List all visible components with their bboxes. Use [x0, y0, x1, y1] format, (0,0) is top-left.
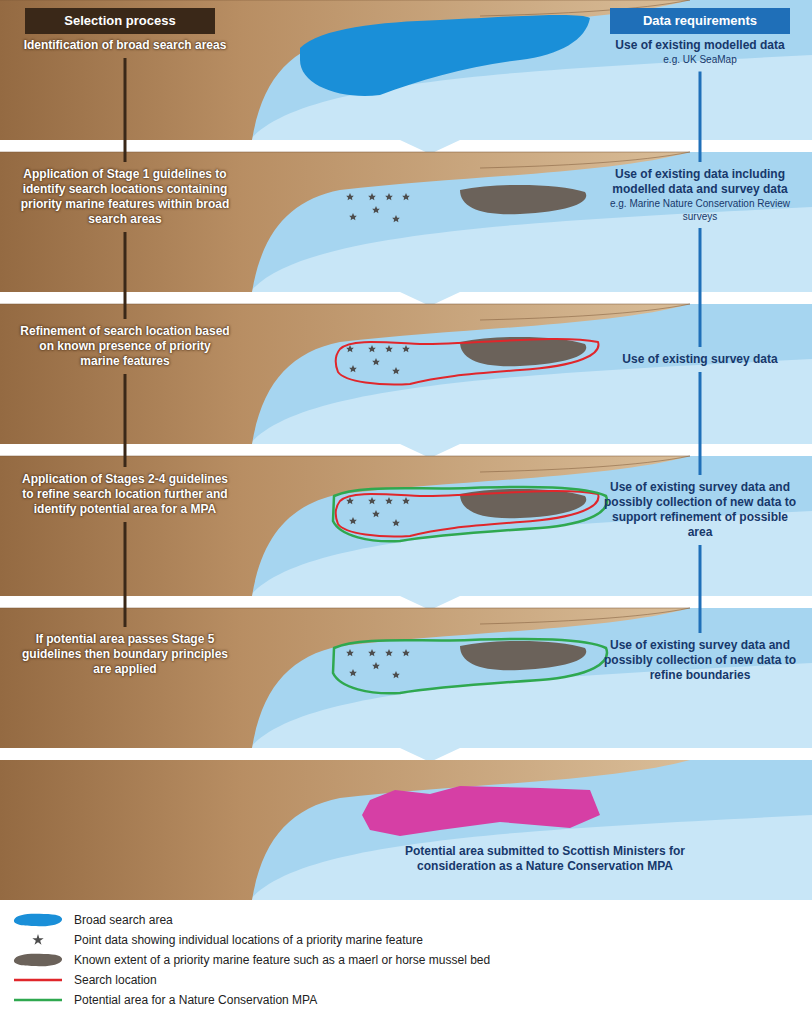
- example-note: e.g. Marine Nature Conservation Review s…: [598, 198, 802, 223]
- legend-swatch: [10, 991, 66, 1009]
- flow-line: [699, 545, 702, 633]
- flow-line: [699, 372, 702, 475]
- node-text: Data requirements: [613, 10, 787, 32]
- node-text: Use of existing data including modelled …: [598, 167, 802, 197]
- legend-swatch: [10, 911, 66, 929]
- legend-text: Known extent of a priority marine featur…: [74, 953, 490, 967]
- node-text: Potential area submitted to Scottish Min…: [403, 844, 687, 874]
- legend-row: Point data showing individual locations …: [10, 930, 490, 950]
- legend-row: Search location: [10, 970, 490, 990]
- data-note: Use of existing survey data and possibly…: [595, 478, 805, 542]
- legend-swatch: [10, 951, 66, 969]
- flow-line: [124, 58, 127, 162]
- process-step: Identification of broad search areas: [15, 36, 235, 55]
- swatch-shape: [14, 914, 62, 927]
- example-note: e.g. UK SeaMap: [598, 54, 802, 67]
- data-note: Use of existing survey data: [595, 350, 805, 369]
- node-text: Refinement of search location based on k…: [18, 324, 232, 369]
- legend-row: Broad search area: [10, 910, 490, 930]
- legend-text: Search location: [74, 973, 157, 987]
- column-header: Data requirements: [610, 8, 790, 34]
- node-text: Use of existing survey data and possibly…: [598, 480, 802, 540]
- data-note: Use of existing survey data and possibly…: [595, 636, 805, 685]
- flow-line: [124, 374, 127, 467]
- legend-row: Potential area for a Nature Conservation…: [10, 990, 490, 1010]
- process-step: Application of Stages 2-4 guidelines to …: [15, 470, 235, 519]
- legend-text: Broad search area: [74, 913, 173, 927]
- flow-line: [699, 72, 702, 163]
- node-text: If potential area passes Stage 5 guideli…: [18, 632, 232, 677]
- process-step: Application of Stage 1 guidelines to ide…: [15, 165, 235, 229]
- flow-line: [124, 522, 127, 627]
- legend: Broad search areaPoint data showing indi…: [10, 910, 490, 1010]
- swatch-line: [14, 999, 62, 1002]
- node-text: Application of Stage 1 guidelines to ide…: [18, 167, 232, 227]
- legend-row: Known extent of a priority marine featur…: [10, 950, 490, 970]
- flow-line: [124, 232, 127, 319]
- flow-line: [699, 228, 702, 347]
- node-text: Use of existing modelled data: [598, 38, 802, 53]
- legend-text: Point data showing individual locations …: [74, 933, 423, 947]
- node-text: Application of Stages 2-4 guidelines to …: [18, 472, 232, 517]
- node-text: Selection process: [28, 10, 212, 32]
- swatch-star: [32, 934, 43, 945]
- data-note: Use of existing modelled datae.g. UK Sea…: [595, 36, 805, 69]
- process-step: Refinement of search location based on k…: [15, 322, 235, 371]
- column-header: Selection process: [25, 8, 215, 34]
- data-note: Use of existing data including modelled …: [595, 165, 805, 225]
- node-text: Use of existing survey data and possibly…: [598, 638, 802, 683]
- node-text: Identification of broad search areas: [18, 38, 232, 53]
- legend-swatch: [10, 931, 66, 949]
- legend-text: Potential area for a Nature Conservation…: [74, 993, 317, 1007]
- legend-swatch: [10, 971, 66, 989]
- node-text: Use of existing survey data: [598, 352, 802, 367]
- swatch-shape: [14, 954, 62, 967]
- process-step: If potential area passes Stage 5 guideli…: [15, 630, 235, 679]
- swatch-line: [14, 979, 62, 982]
- result-label: Potential area submitted to Scottish Min…: [400, 842, 690, 876]
